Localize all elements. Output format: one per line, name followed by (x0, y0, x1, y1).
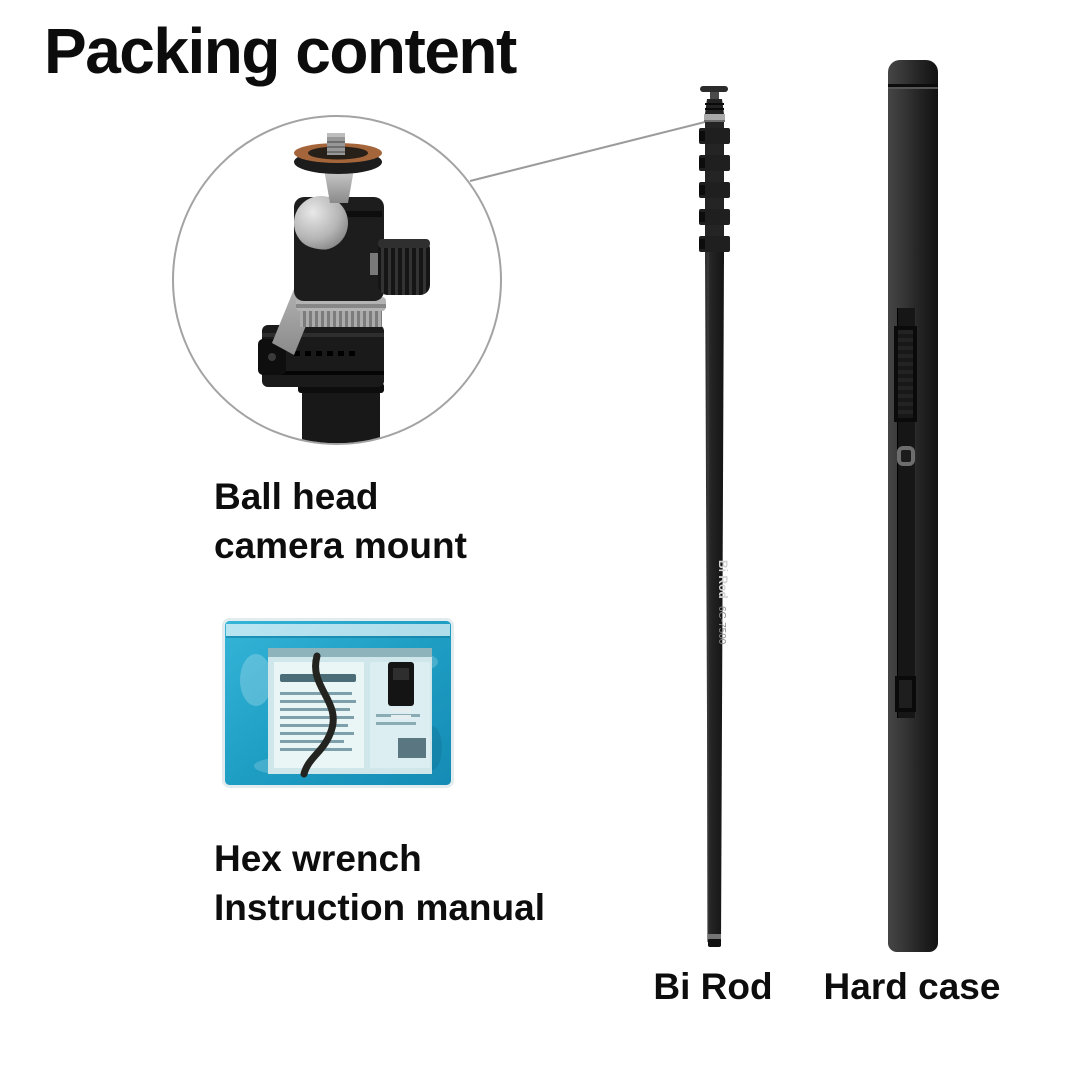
accessories-label: Hex wrench Instruction manual (214, 834, 545, 932)
rod-pole-print-brand: Bi Rod (716, 560, 730, 599)
page-title: Packing content (44, 15, 517, 87)
hard-case-strap-slider-ring (897, 446, 915, 466)
ball-head-illustration (258, 133, 430, 443)
hard-case-illustration (888, 60, 938, 952)
bi-rod-caption: Bi Rod (653, 966, 773, 1007)
hard-case-strap-loop (895, 676, 916, 712)
bi-rod-illustration: Bi Rod 6C-7500 (699, 86, 730, 947)
hard-case-lid-seam (888, 84, 938, 87)
accessory-bag-illustration (222, 618, 454, 788)
ball-head-label-line2: camera mount (214, 525, 467, 566)
hard-case-strap-buckle (894, 326, 917, 422)
rod-pole-print-model: 6C-7500 (716, 606, 727, 645)
ball-head-label-line1: Ball head (214, 476, 379, 517)
ball-head-callout-circle (172, 115, 502, 445)
hard-case-caption: Hard case (823, 966, 1001, 1007)
accessories-label-line1: Hex wrench (214, 838, 422, 879)
accessories-label-line2: Instruction manual (214, 887, 545, 928)
ball-head-label: Ball head camera mount (214, 472, 467, 570)
hard-case-lid-seam-highlight (888, 87, 938, 89)
